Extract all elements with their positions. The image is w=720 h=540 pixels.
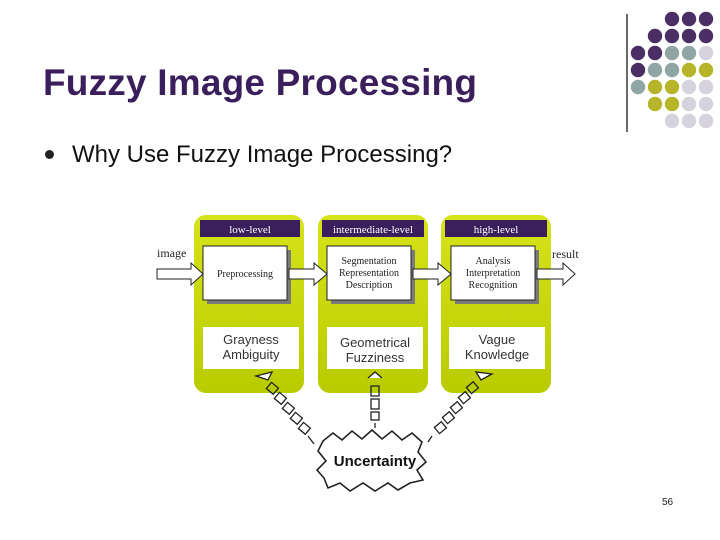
- process-segmentation: Segmentation: [342, 256, 397, 267]
- process-preprocessing: Preprocessing: [217, 269, 273, 280]
- uncertainty-ambiguity: Ambiguity: [222, 347, 280, 362]
- panel-high-level: high-level Analysis Interpretation Recog…: [441, 215, 551, 393]
- decorative-dot: [630, 45, 646, 61]
- arrow-uncertainty-to-mid-icon: [367, 371, 383, 428]
- decorative-dot: [664, 96, 680, 112]
- uncertainty-grayness: Grayness: [223, 332, 279, 347]
- process-description: Description: [346, 280, 393, 291]
- decorative-dot: [698, 79, 714, 95]
- decorative-dot: [698, 28, 714, 44]
- divider-line: [626, 14, 628, 132]
- uncertainty-box-low: [203, 327, 299, 369]
- arrow-uncertainty-to-low-icon: [253, 371, 315, 445]
- process-representation: Representation: [339, 268, 399, 279]
- slide-title: Fuzzy Image Processing: [43, 62, 478, 103]
- header-low-level: low-level: [229, 224, 271, 236]
- decorative-dot: [681, 113, 697, 129]
- decorative-dot: [664, 79, 680, 95]
- arrow-input-icon: [156, 261, 204, 287]
- decorative-dot: [630, 79, 646, 95]
- decorative-dot: [681, 11, 697, 27]
- decorative-dot: [630, 62, 646, 78]
- page-number: 56: [662, 497, 674, 508]
- process-recognition: Recognition: [469, 280, 518, 291]
- decorative-dot: [664, 62, 680, 78]
- decorative-dot: [647, 62, 663, 78]
- bullet-dot-icon: [45, 150, 54, 159]
- decorative-dot: [698, 113, 714, 129]
- arrow-mid-to-high-icon: [412, 261, 452, 287]
- uncertainty-burst-icon: [315, 428, 428, 492]
- decorative-dot: [681, 96, 697, 112]
- output-result-label: result: [552, 247, 579, 261]
- arrow-low-to-mid-icon: [288, 261, 328, 287]
- uncertainty-vague: Vague: [479, 332, 516, 347]
- decorative-dot: [698, 96, 714, 112]
- input-image-label: image: [157, 246, 186, 260]
- decorative-dot: [698, 45, 714, 61]
- arrow-uncertainty-to-high-icon: [427, 371, 495, 443]
- uncertainty-knowledge: Knowledge: [465, 347, 529, 362]
- decorative-dot: [664, 11, 680, 27]
- decorative-dot: [664, 28, 680, 44]
- decorative-dot: [647, 45, 663, 61]
- arrow-output-icon: [536, 261, 576, 287]
- uncertainty-fuzziness: Fuzziness: [346, 350, 405, 365]
- uncertainty-geometrical: Geometrical: [340, 335, 410, 350]
- process-analysis: Analysis: [476, 256, 511, 267]
- bullet-text: Why Use Fuzzy Image Processing?: [72, 141, 453, 168]
- decorative-dot: [681, 62, 697, 78]
- header-intermediate-level: intermediate-level: [333, 224, 413, 236]
- uncertainty-label: Uncertainty: [334, 453, 417, 470]
- process-interpretation: Interpretation: [466, 268, 520, 279]
- decorative-dot: [647, 96, 663, 112]
- decorative-dot: [698, 11, 714, 27]
- uncertainty-box-intermediate: [327, 327, 423, 369]
- decorative-dot: [681, 79, 697, 95]
- uncertainty-box-high: [449, 327, 545, 369]
- decorative-dot: [664, 45, 680, 61]
- decorative-dot: [664, 113, 680, 129]
- decorative-dot: [681, 45, 697, 61]
- panel-intermediate-level: intermediate-level Segmentation Represen…: [318, 215, 428, 393]
- decorative-dot: [647, 28, 663, 44]
- decorative-dot: [647, 79, 663, 95]
- panel-low-level: low-level Preprocessing Grayness Ambigui…: [194, 215, 304, 393]
- decorative-dot: [681, 28, 697, 44]
- header-high-level: high-level: [474, 224, 519, 236]
- decorative-dot: [698, 62, 714, 78]
